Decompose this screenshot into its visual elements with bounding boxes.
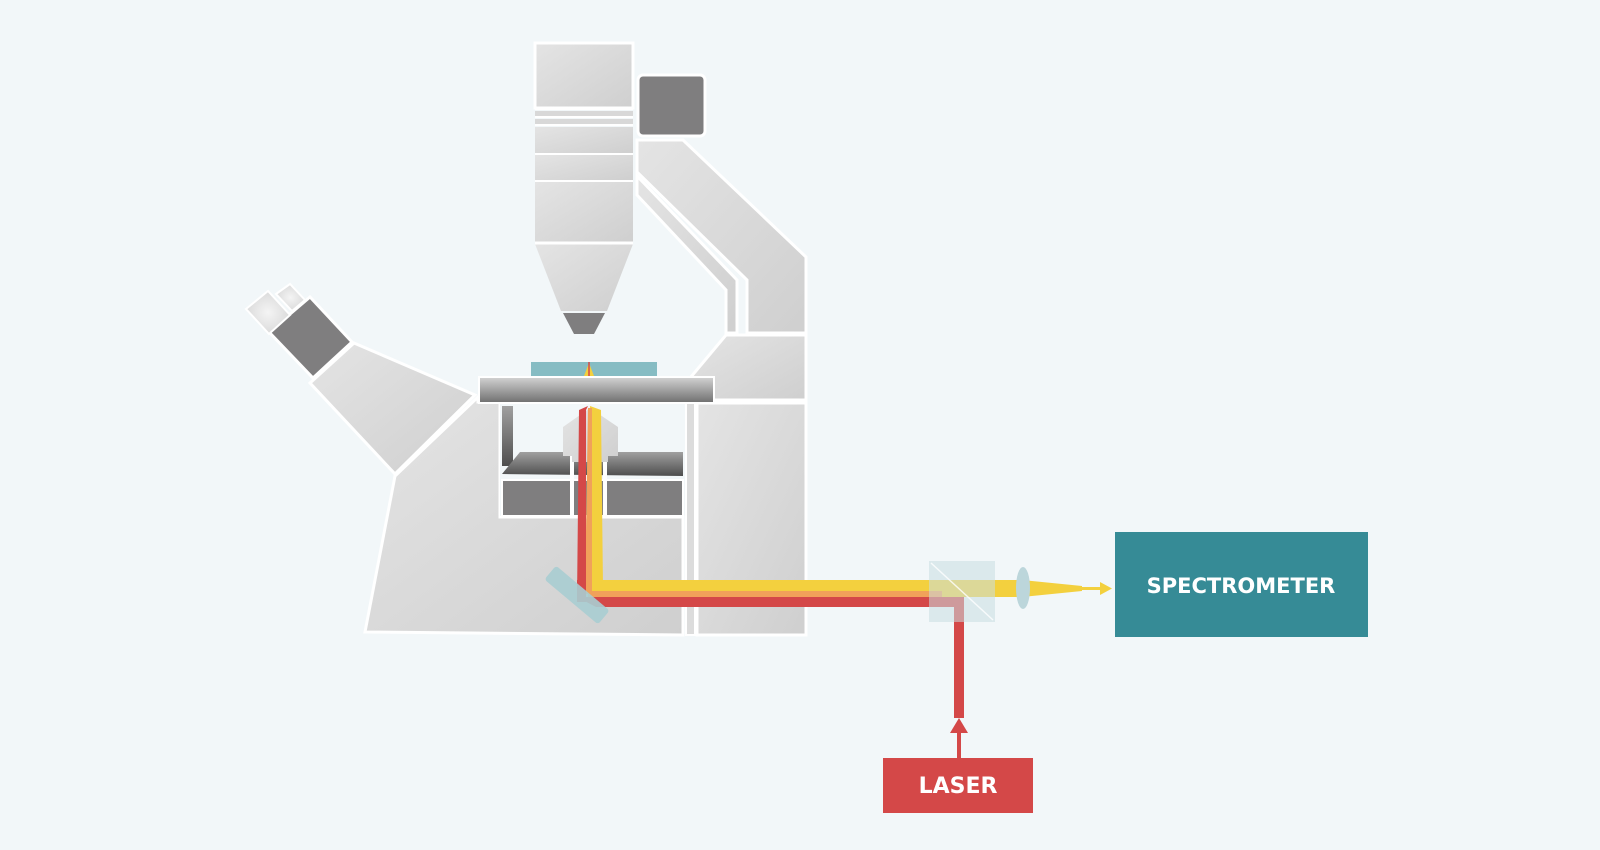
laser-box: LASER [883,758,1033,813]
beamsplitter-diagonal [930,562,994,621]
eyepiece-right [274,282,307,313]
focusing-lens [1016,567,1030,609]
scattered-beam-vertical [590,406,603,588]
excitation-beam-vertical [577,406,588,600]
beamsplitter-cube [929,561,995,622]
eyepiece-housing [266,294,355,381]
column-section [535,127,633,153]
laser-beam-vertical [954,600,964,718]
scattered-beam-horizontal [592,580,942,592]
sample-slide [531,362,657,376]
column-section [535,155,633,180]
eyepiece-tube [307,341,478,477]
illuminator-column [533,41,635,334]
spectrometer-box: SPECTROMETER [1115,532,1368,637]
spectrometer-rect [1115,532,1368,637]
dichroic-mirror [545,566,609,624]
arrow-to-spectrometer-icon [1100,582,1112,595]
column-ring [535,119,633,125]
arm-joint [688,333,808,402]
eyepiece-assembly [244,282,478,477]
mixed-beam-horizontal [588,591,942,597]
condenser-cone [535,244,633,311]
focused-beam [1022,580,1082,597]
column-top-section [533,41,635,110]
column-section [535,182,633,242]
excitation-beam-horizontal [577,597,942,607]
arm-inner [635,172,739,335]
column-ring [535,111,633,117]
mixed-beam-vertical [585,408,592,594]
stage-plate [478,376,715,404]
condenser-lens [563,313,605,334]
arm-outer [635,138,808,335]
laser-label: LASER [919,774,998,799]
spectrometer-label: SPECTROMETER [1147,574,1336,598]
cavity-side-wall [502,406,513,466]
beam-paths [577,406,1112,759]
arrow-from-laser-icon [950,718,968,733]
eyepiece-left [244,289,292,336]
lamp-housing [636,73,707,138]
laser-rect [883,758,1033,813]
